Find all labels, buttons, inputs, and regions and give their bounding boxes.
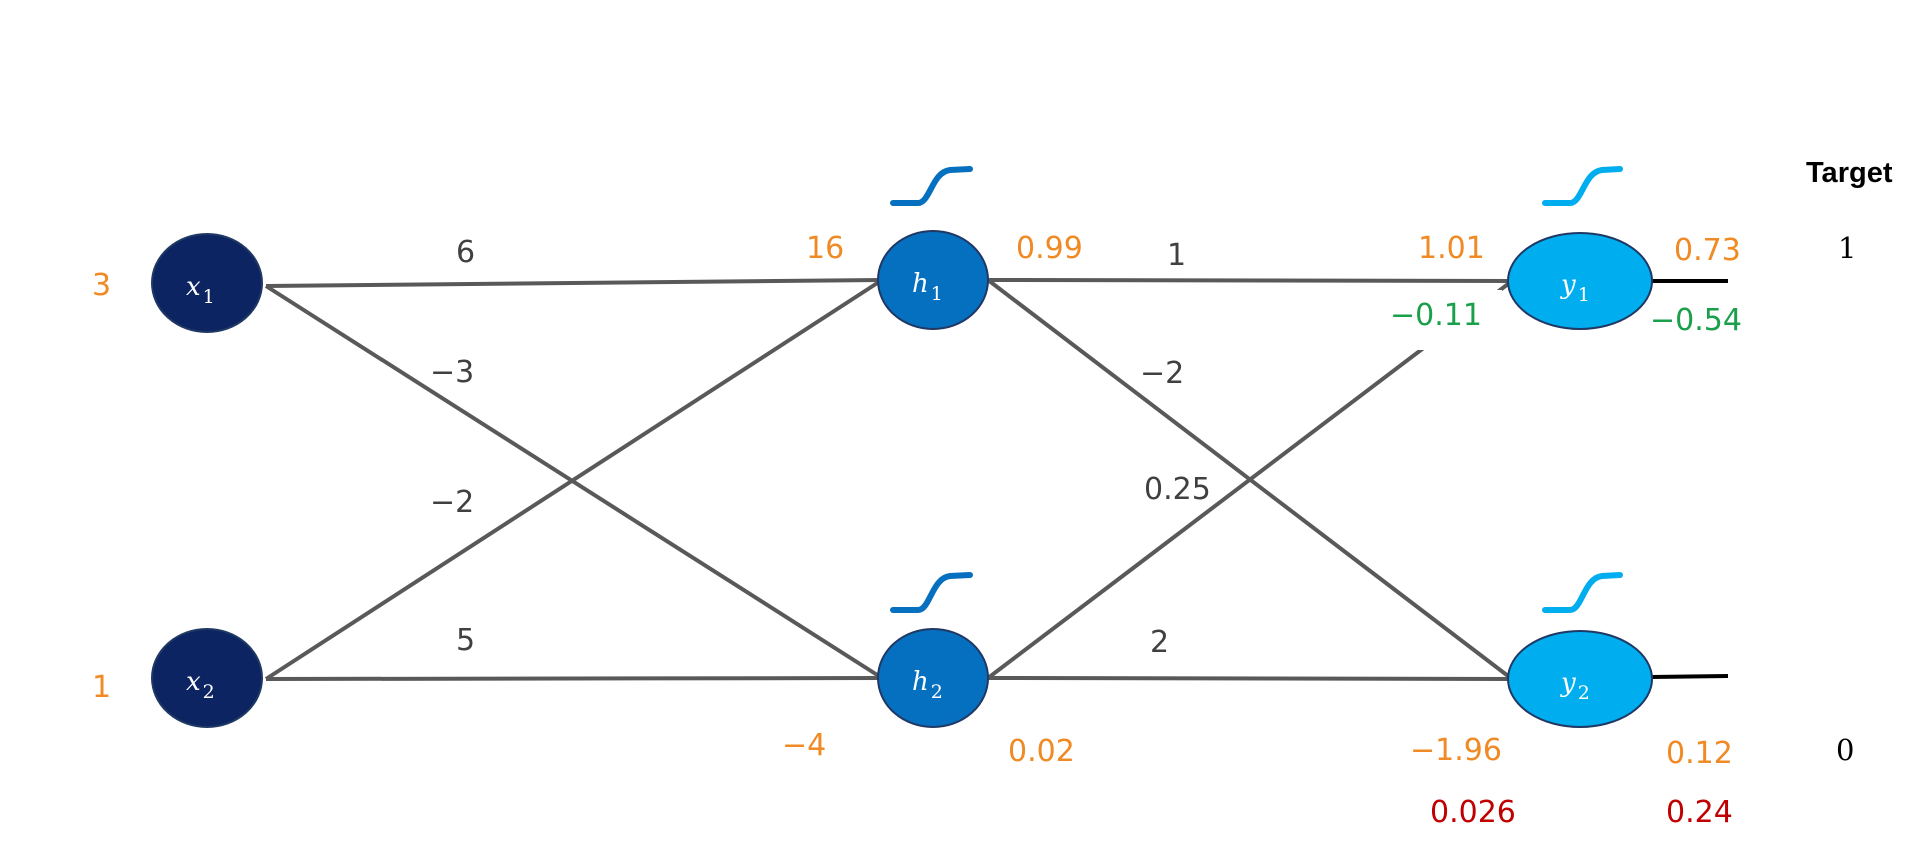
svg-text:h1: h1	[912, 269, 943, 305]
sigmoid-icon-h1	[890, 166, 973, 206]
svg-text:y2: y2	[1560, 668, 1590, 704]
gradient-in-y2: 0.026	[1430, 795, 1516, 830]
weight-x1-h1: 6	[456, 235, 475, 270]
target-value-y2: 0	[1836, 733, 1854, 767]
delta-in-y1: −0.11	[1390, 298, 1482, 333]
activation-h1: 0.99	[1016, 231, 1083, 266]
edge-x1-h2	[264, 284, 884, 680]
net-input-h1: 16	[806, 231, 844, 266]
output-line-y2	[1649, 674, 1729, 679]
weight-h2-y2: 2	[1150, 625, 1169, 660]
node-h2-subscript: 2	[931, 681, 943, 703]
node-y2-symbol: y	[1560, 668, 1576, 698]
edge-x2-h2	[265, 676, 883, 681]
sigmoid-icon-y1	[1542, 166, 1623, 206]
node-h2-symbol: h	[912, 667, 929, 697]
delta-out-y1: −0.54	[1650, 303, 1742, 338]
label-halo	[1376, 290, 1502, 350]
net-input-h2: −4	[782, 728, 826, 763]
net-input-y1: 1.01	[1418, 231, 1485, 266]
node-h1-symbol: h	[912, 269, 929, 299]
output-value-y2: 0.12	[1666, 736, 1733, 771]
node-x2-symbol: x	[186, 667, 201, 697]
svg-text:x1: x1	[186, 272, 215, 308]
target-title: Target	[1806, 157, 1893, 189]
weight-h1-y1: 1	[1167, 238, 1186, 273]
activation-h2: 0.02	[1008, 734, 1075, 769]
node-x2-subscript: 2	[203, 681, 215, 703]
weight-h2-y1: 0.25	[1144, 472, 1211, 507]
gradient-out-y2: 0.24	[1666, 795, 1733, 830]
input-value-x2: 1	[92, 670, 111, 705]
svg-text:y1: y1	[1560, 270, 1590, 306]
input-value-x1: 3	[92, 268, 111, 303]
net-input-y2: −1.96	[1410, 733, 1502, 768]
sigmoid-icon-h2	[890, 572, 973, 613]
output-value-y1: 0.73	[1674, 233, 1741, 268]
node-y1-subscript: 1	[1578, 284, 1590, 306]
edge-h1-y1	[987, 278, 1513, 283]
target-value-y1: 1	[1838, 231, 1856, 265]
node-x1-symbol: x	[186, 272, 201, 302]
weight-x2-h2: 5	[456, 623, 475, 658]
node-y2-subscript: 2	[1578, 682, 1590, 704]
edge-h2-y2	[987, 676, 1513, 681]
svg-text:x2: x2	[186, 667, 215, 703]
edge-x1-h1	[265, 278, 883, 288]
weight-x1-h2: −3	[430, 355, 474, 390]
node-x1-subscript: 1	[203, 286, 215, 308]
weight-x2-h1: −2	[430, 485, 474, 520]
edge-x2-h1	[264, 278, 884, 681]
node-y1-symbol: y	[1560, 270, 1576, 300]
weight-h1-y2: −2	[1140, 356, 1184, 391]
node-h1-subscript: 1	[931, 283, 943, 305]
sigmoid-icon-y2	[1542, 572, 1623, 613]
svg-text:h2: h2	[912, 667, 943, 703]
